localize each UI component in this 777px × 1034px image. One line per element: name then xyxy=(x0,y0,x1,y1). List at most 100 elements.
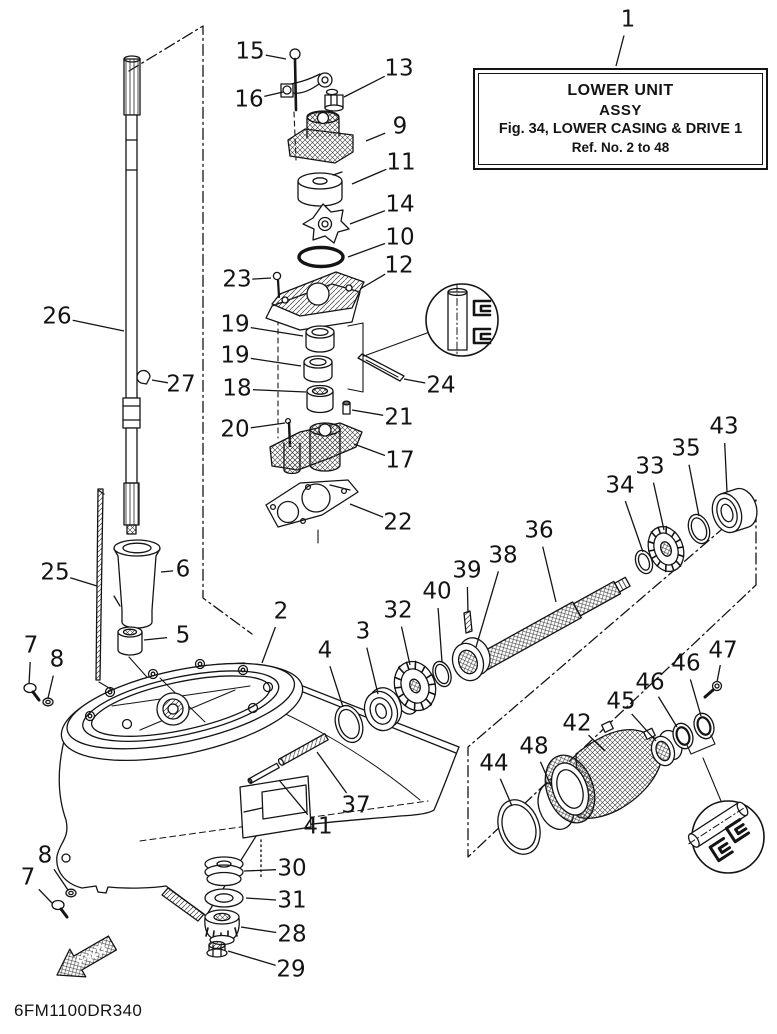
leader-43 xyxy=(724,442,728,493)
leader-9 xyxy=(365,132,386,142)
leader-25 xyxy=(70,577,98,587)
callout-17: 17 xyxy=(385,447,415,474)
part-seal-46a xyxy=(672,722,694,750)
part-grommet-30 xyxy=(204,856,244,887)
part-washer-34 xyxy=(634,549,654,575)
callout-19: 19 xyxy=(220,342,250,369)
carrier-seal-bracket xyxy=(686,734,722,802)
part-pin-21 xyxy=(342,400,351,415)
part-impeller-14 xyxy=(302,203,350,244)
part-drive-shaft xyxy=(122,55,141,535)
part-spring-39 xyxy=(463,610,473,634)
title-line-4: Ref. No. 2 to 48 xyxy=(571,140,670,156)
callout-10: 10 xyxy=(385,224,415,251)
leader-7 xyxy=(28,661,31,685)
leader-3 xyxy=(366,647,379,695)
leader-29 xyxy=(227,950,276,967)
callout-5: 5 xyxy=(175,622,191,649)
callout-2: 2 xyxy=(273,598,289,625)
callout-25: 25 xyxy=(40,559,70,586)
part-washer-31 xyxy=(204,888,244,908)
leader-5 xyxy=(143,636,168,641)
callout-46: 46 xyxy=(671,650,701,677)
part-cam-arm-16 xyxy=(280,72,333,98)
callout-32: 32 xyxy=(383,597,413,624)
leader-27 xyxy=(151,379,169,384)
callout-27: 27 xyxy=(166,371,196,398)
fwd-direction-arrow xyxy=(56,935,118,978)
leader-13 xyxy=(343,75,385,98)
callout-34: 34 xyxy=(605,472,635,499)
callout-29: 29 xyxy=(276,956,306,983)
part-pump-housing-9 xyxy=(287,110,354,164)
leader-21 xyxy=(351,409,384,416)
part-screw-23 xyxy=(272,271,282,299)
leader-2 xyxy=(261,626,277,664)
part-pump-insert-11 xyxy=(297,171,343,207)
callout-7: 7 xyxy=(20,864,36,891)
callout-33: 33 xyxy=(635,453,665,480)
seal-detail-bracket xyxy=(347,322,428,393)
callout-47: 47 xyxy=(708,637,738,664)
part-seal-46b xyxy=(693,712,715,740)
part-washer-8-top xyxy=(42,697,54,707)
part-screw-47 xyxy=(703,680,723,699)
title-line-3: Fig. 34, LOWER CASING & DRIVE 1 xyxy=(498,121,743,138)
leader-7 xyxy=(38,888,53,904)
callout-8: 8 xyxy=(37,842,53,869)
leader-14 xyxy=(349,210,386,225)
seal-detail-circle xyxy=(425,283,499,357)
callout-35: 35 xyxy=(671,435,701,462)
callout-20: 20 xyxy=(220,416,250,443)
part-washer-8-bottom xyxy=(65,888,77,898)
callout-13: 13 xyxy=(384,55,414,82)
leader-35 xyxy=(688,464,700,517)
callout-38: 38 xyxy=(488,542,518,569)
part-bushing-5 xyxy=(117,626,143,656)
section-boundary-lower xyxy=(467,499,757,858)
part-gasket-12 xyxy=(265,271,365,331)
callout-24: 24 xyxy=(426,372,456,399)
part-screw-7-top xyxy=(23,682,41,702)
callout-39: 39 xyxy=(452,557,482,584)
callout-leader-lines xyxy=(28,35,728,967)
part-shim-35 xyxy=(687,513,711,545)
callout-26: 26 xyxy=(42,303,72,330)
leader-44 xyxy=(499,778,513,807)
leader-40 xyxy=(437,607,443,663)
leader-17 xyxy=(353,443,386,457)
title-box-inner: LOWER UNIT ASSY Fig. 34, LOWER CASING & … xyxy=(478,73,763,165)
callout-31: 31 xyxy=(277,887,307,914)
leader-48 xyxy=(539,761,552,787)
callout-4: 4 xyxy=(317,637,333,664)
leader-8 xyxy=(47,675,54,699)
part-bearing-3 xyxy=(363,687,403,732)
callout-40: 40 xyxy=(422,578,452,605)
callout-44: 44 xyxy=(479,750,509,777)
leader-18 xyxy=(252,389,307,393)
leader-33 xyxy=(652,482,665,531)
leader-28 xyxy=(240,926,277,934)
callout-42: 42 xyxy=(562,710,592,737)
leader-11 xyxy=(351,168,387,185)
callout-28: 28 xyxy=(277,921,307,948)
part-bearing-43 xyxy=(711,487,758,534)
figure-code: 6FM1100DR340 xyxy=(14,1001,143,1020)
leader-24 xyxy=(403,378,426,384)
callout-7: 7 xyxy=(23,632,39,659)
part-clip-27 xyxy=(136,369,151,385)
callout-14: 14 xyxy=(385,191,415,218)
leader-20 xyxy=(250,422,286,429)
part-o-ring-10 xyxy=(297,245,345,269)
part-bushing-18 xyxy=(306,384,334,414)
leader-4 xyxy=(329,666,344,708)
part-bolt-15 xyxy=(289,48,301,112)
callout-30: 30 xyxy=(277,855,307,882)
leader-37 xyxy=(316,751,348,794)
leader-39 xyxy=(466,586,469,614)
part-oil-seal-19b xyxy=(303,355,333,383)
callout-16: 16 xyxy=(234,86,264,113)
part-gasket-22 xyxy=(265,479,359,528)
leader-45 xyxy=(631,713,657,742)
part-pinion-gear-28 xyxy=(204,909,240,946)
